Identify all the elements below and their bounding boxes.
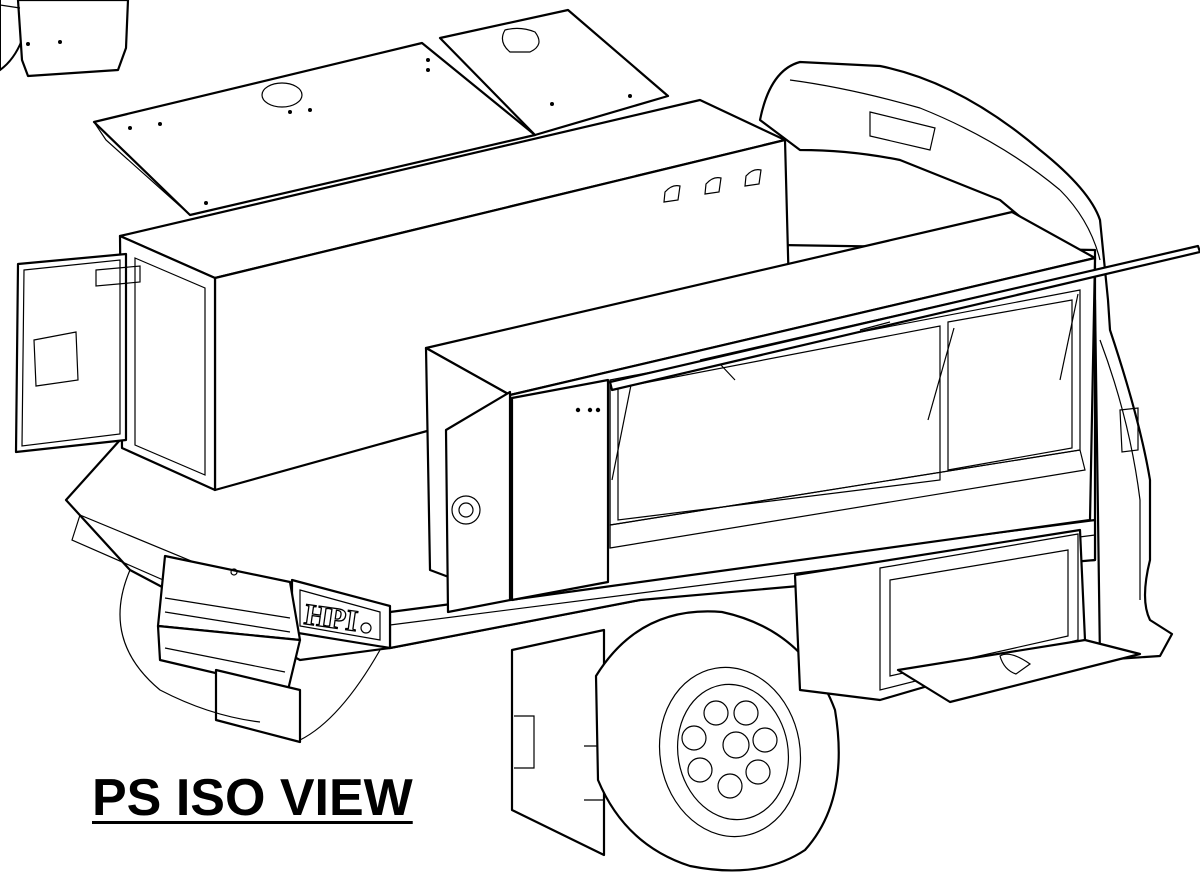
mud-flap-side	[510, 628, 606, 857]
open-lid	[608, 244, 1200, 392]
rear-lower-compartment	[156, 554, 302, 692]
rear-wheel	[594, 610, 840, 872]
mud-flap-rear	[214, 668, 302, 744]
toolbox-door-open	[14, 252, 141, 454]
bumper-assembly: HPI	[290, 578, 392, 650]
compartment-door	[444, 378, 610, 614]
lid-panel-right	[438, 8, 670, 137]
right-lower-compartment	[793, 528, 1142, 704]
long-toolbox	[118, 98, 792, 492]
adjacent-view-fragment	[0, 0, 130, 78]
bumper-sweep	[119, 569, 422, 741]
view-title: PS ISO VIEW	[92, 769, 413, 827]
brand-logo: HPI	[302, 598, 359, 638]
truck-cab	[758, 60, 1174, 662]
